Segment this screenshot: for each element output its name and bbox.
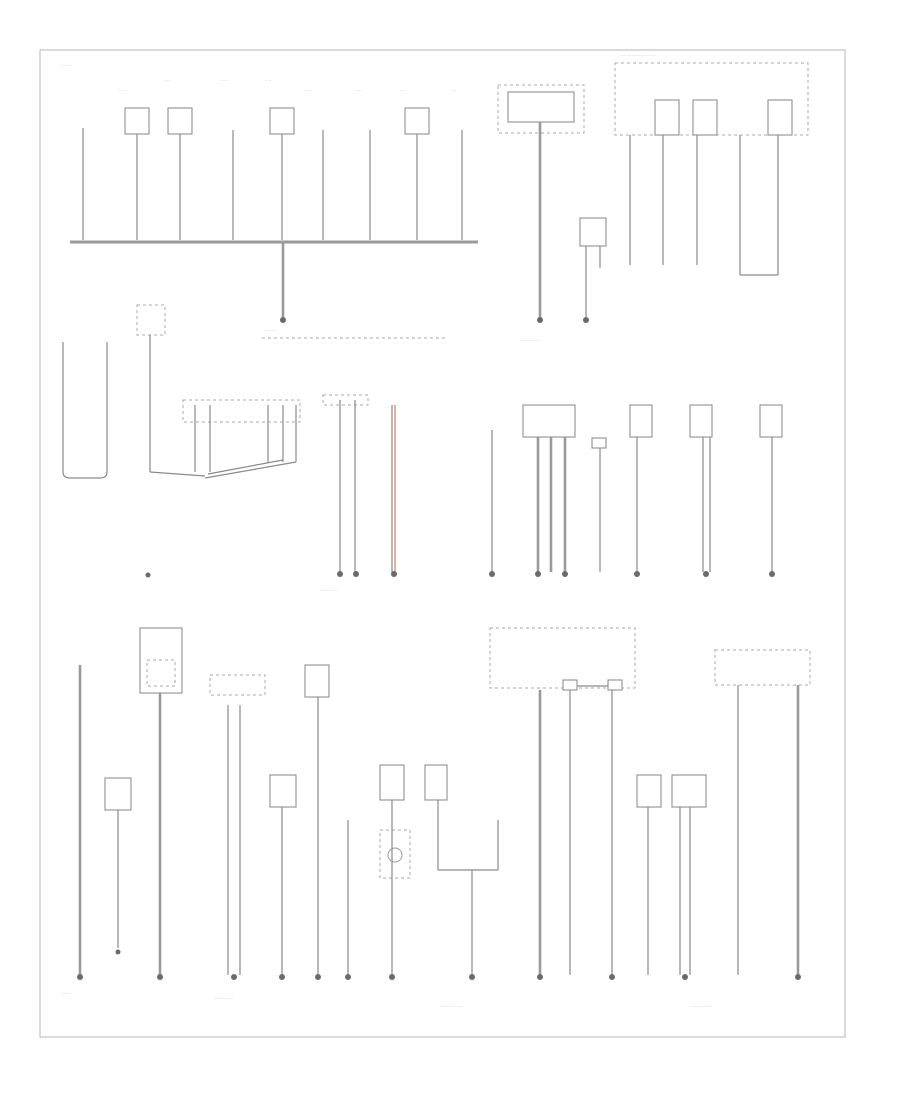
ground-point [769, 571, 775, 577]
component-box [562, 679, 578, 691]
component-box [522, 404, 576, 438]
top-left-ground-group: ········· ······· ······ ······ ······ ·… [60, 63, 478, 323]
ground-point [391, 571, 397, 577]
svg-text:······: ······ [220, 78, 228, 83]
component-box [507, 91, 575, 123]
svg-text:··············: ·············· [320, 588, 338, 593]
svg-text:·······: ······· [118, 88, 127, 93]
ground-point [583, 317, 589, 323]
middle-center-ground-group [322, 394, 397, 577]
component-box [269, 107, 295, 135]
component-box [124, 107, 150, 135]
component-box [767, 99, 793, 136]
ground-point [279, 974, 285, 980]
middle-left-ground-group [62, 304, 301, 578]
svg-text:········: ········ [60, 991, 70, 996]
top-right-ground-group: ···························· [497, 53, 809, 323]
bottom-right-ground-group [489, 627, 811, 980]
svg-text:··················: ·················· [440, 1004, 463, 1009]
svg-text:······: ······ [163, 78, 171, 83]
component-box [629, 404, 653, 438]
component-box [269, 774, 297, 808]
ground-point [145, 572, 151, 578]
svg-text:·····: ····· [450, 88, 456, 93]
bottom-center-left-ground-group [209, 664, 330, 980]
component-label-lines: ········· ······· ······ ······ ······ ·… [60, 63, 456, 93]
svg-text:····························: ···························· [620, 53, 656, 58]
ground-point [537, 317, 543, 323]
ground-point [280, 317, 286, 323]
component-box [607, 679, 623, 691]
ground-point [337, 571, 343, 577]
middle-right-ground-group [489, 404, 783, 577]
ground-point [231, 974, 237, 980]
svg-text:·····: ····· [355, 88, 361, 93]
component-box [424, 764, 448, 801]
component-box [636, 774, 662, 808]
svg-text:·········: ········· [60, 63, 71, 68]
ground-point [389, 974, 395, 980]
component-box [654, 99, 680, 136]
ground-point [345, 974, 351, 980]
component-box [167, 107, 193, 135]
component-box [692, 99, 718, 136]
ground-point [537, 974, 543, 980]
ground-label-lines: ········ ················ ··············… [60, 328, 712, 1009]
ground-point [115, 949, 121, 955]
svg-text:········: ········ [265, 328, 275, 333]
component-box [304, 664, 330, 698]
ground-point [703, 571, 709, 577]
component-box [579, 217, 607, 247]
svg-text:······: ······ [265, 78, 273, 83]
ground-point [682, 974, 688, 980]
component-box [379, 764, 405, 801]
ground-point [77, 974, 83, 980]
svg-text:··············: ·············· [215, 996, 233, 1001]
ground-point [353, 571, 359, 577]
component-box [759, 404, 783, 438]
ground-point [489, 571, 495, 577]
component-box [671, 774, 707, 808]
component-box [689, 404, 713, 438]
ground-point [469, 974, 475, 980]
svg-text:······: ······ [305, 88, 313, 93]
diagram-frame [39, 49, 846, 1038]
bottom-left-ground-group [77, 627, 183, 980]
bottom-center-ground-group [345, 764, 499, 980]
component-box [591, 437, 607, 449]
ground-point [795, 974, 801, 980]
ground-point [315, 974, 321, 980]
svg-text:·····: ····· [400, 88, 406, 93]
ground-point [157, 974, 163, 980]
svg-text:················: ················ [520, 338, 540, 343]
component-box [404, 107, 430, 135]
ground-point [535, 571, 541, 577]
ground-point [634, 571, 640, 577]
svg-text:·················: ················· [690, 1004, 712, 1009]
component-box [104, 777, 132, 811]
ground-point [562, 571, 568, 577]
ground-point [609, 974, 615, 980]
